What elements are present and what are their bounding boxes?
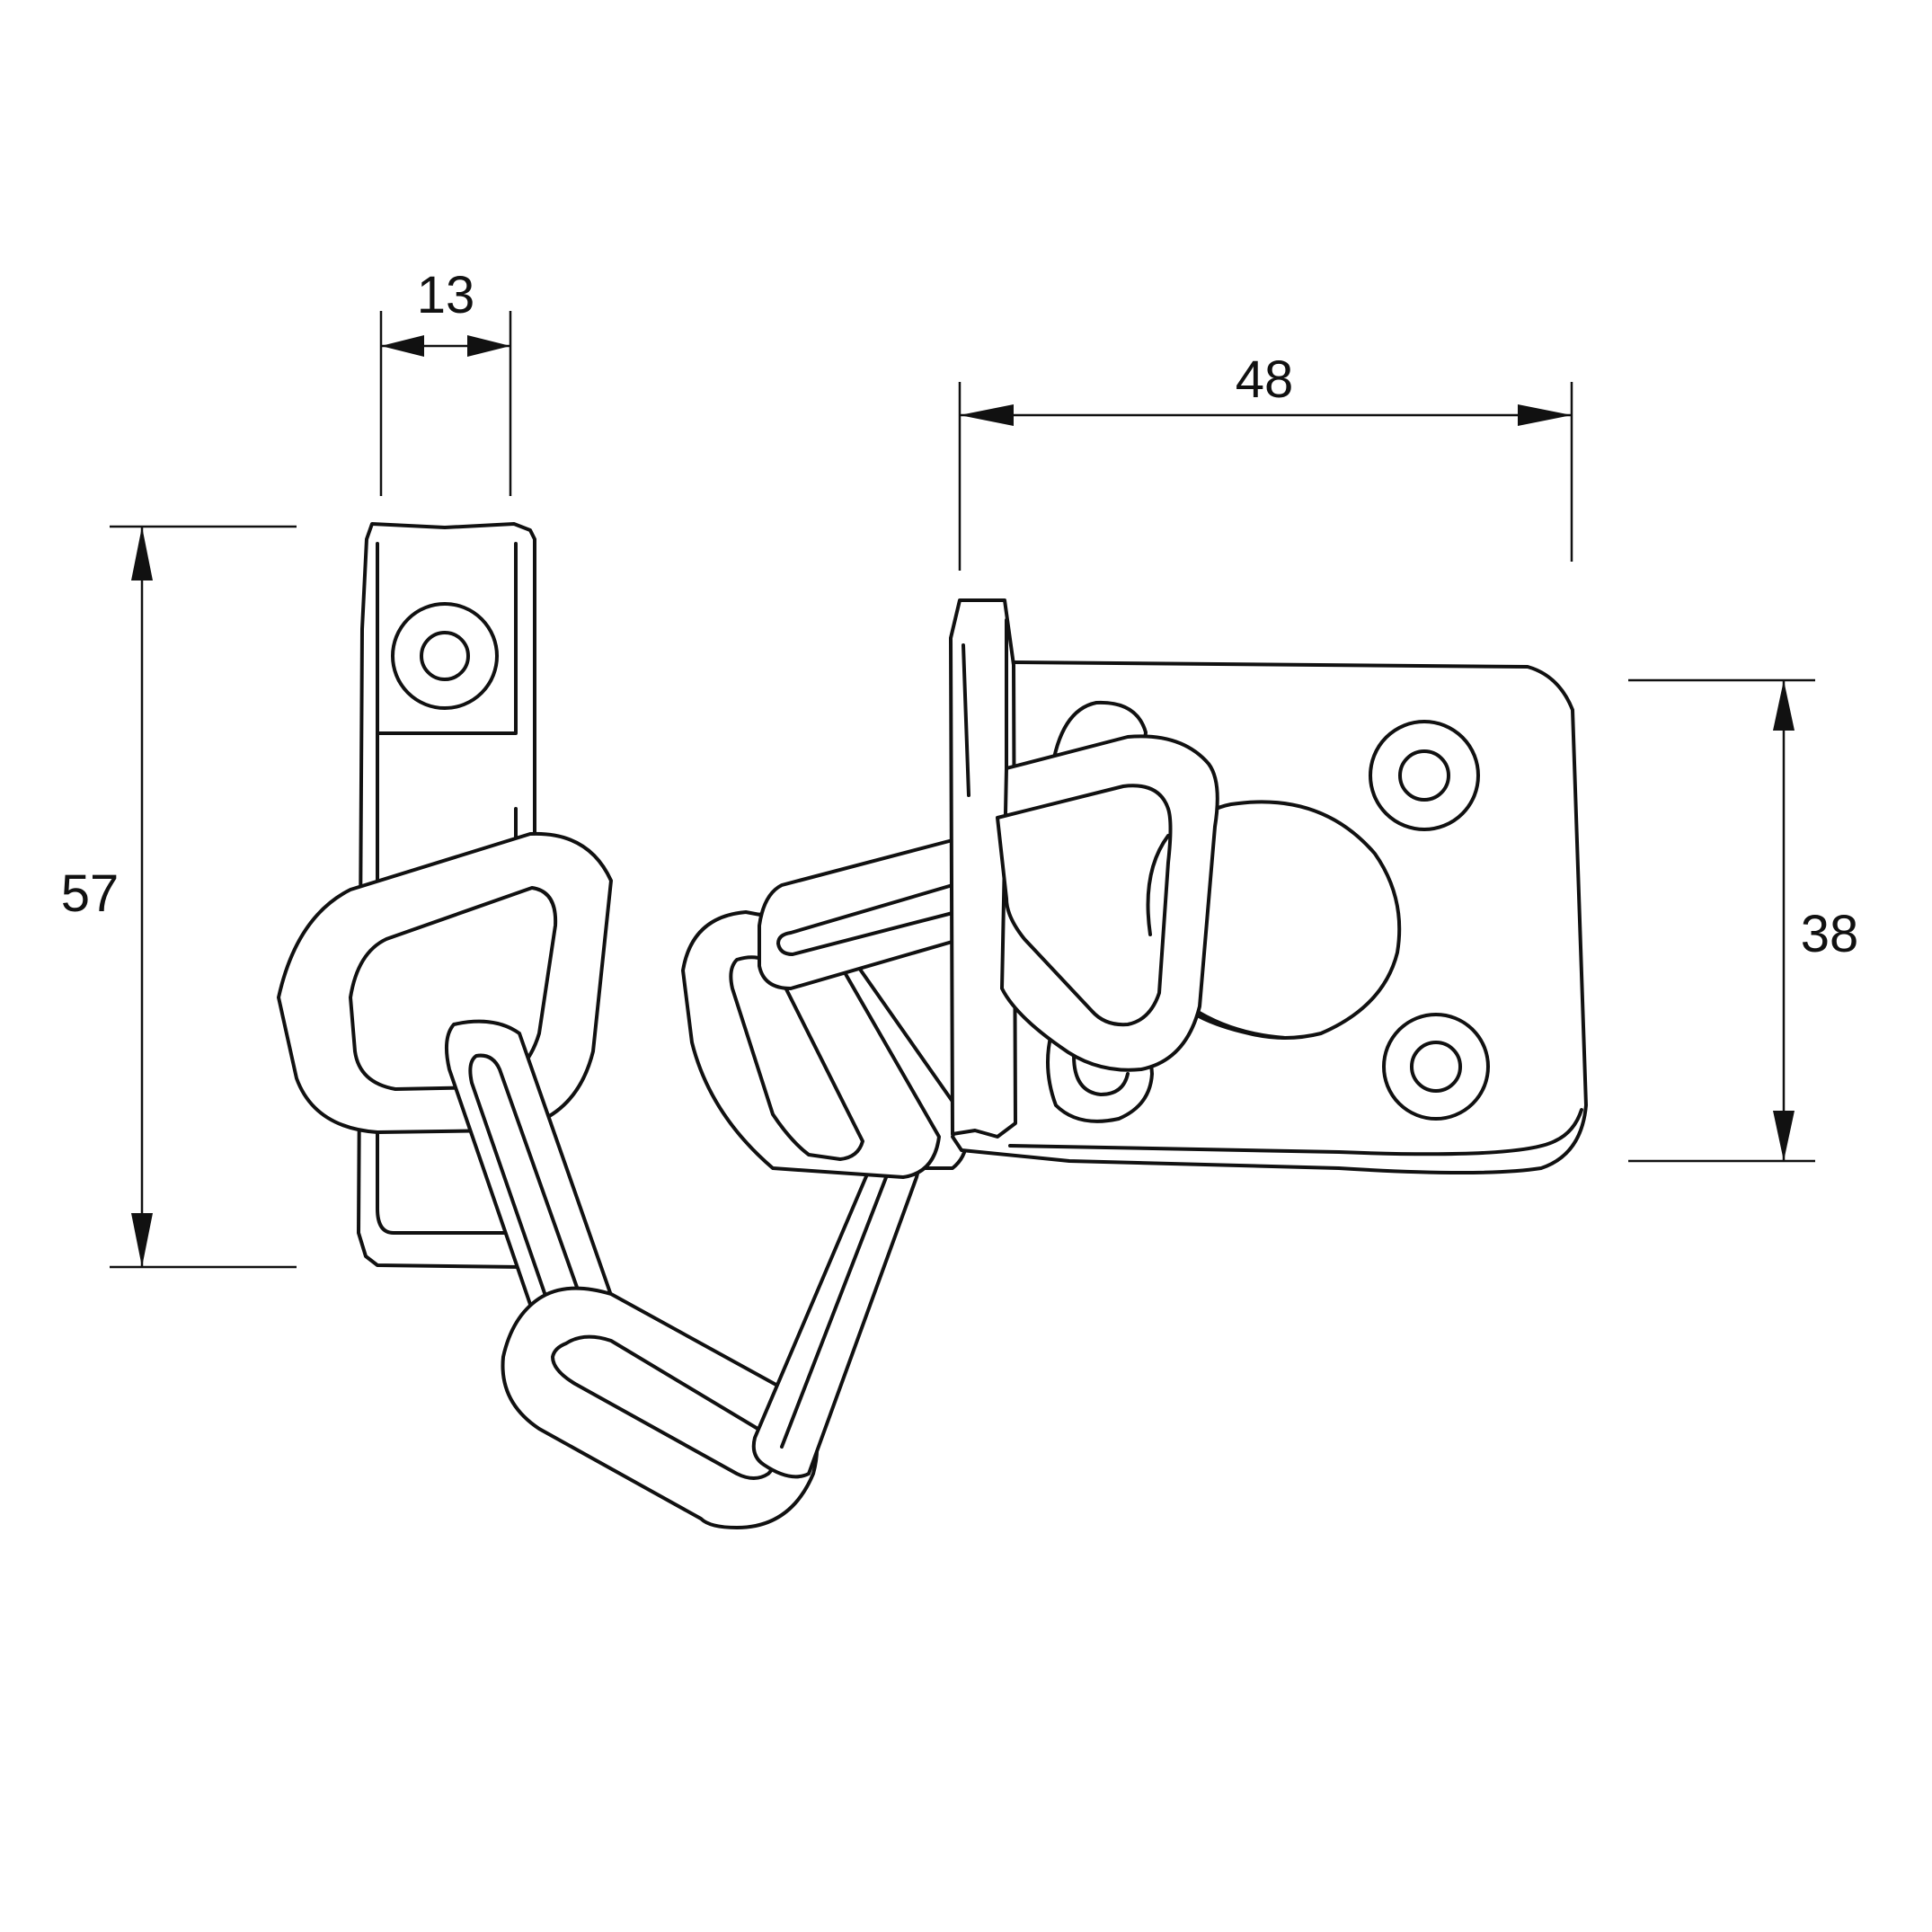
screw-hole-outer xyxy=(391,602,499,710)
screw-hole-inner xyxy=(420,631,470,681)
arrow-left-icon xyxy=(381,335,424,357)
keeper-ring-inner xyxy=(996,784,1173,1027)
arrow-up-icon xyxy=(1773,680,1795,731)
chain-link-3-inner xyxy=(551,1334,778,1480)
dimension-plate-height: 38 xyxy=(1628,678,1859,1163)
chain xyxy=(277,831,995,1529)
keeper-plate-tab-edge xyxy=(962,643,970,797)
keeper-plate-bottom-edge xyxy=(1008,1108,1583,1157)
dimension-plate-width: 48 xyxy=(958,350,1573,571)
slide-plate-collar xyxy=(376,542,518,735)
arrow-down-icon xyxy=(131,1213,153,1267)
slide-plate-inner-edge xyxy=(376,542,507,1235)
chain-link-4-edge xyxy=(780,1166,891,1449)
dimension-label-plate-width: 48 xyxy=(1236,350,1294,409)
screw-hole-bottom-outer xyxy=(1382,1013,1490,1121)
dimension-slide-width: 13 xyxy=(379,266,512,496)
arrow-up-icon xyxy=(131,527,153,580)
arrow-right-icon xyxy=(467,335,510,357)
keeper-ring-shading xyxy=(1146,834,1170,936)
screw-hole-bottom-inner xyxy=(1410,1041,1462,1093)
arrow-right-icon xyxy=(1518,404,1572,426)
arrow-down-icon xyxy=(1773,1111,1795,1161)
screw-hole-top-inner xyxy=(1398,749,1450,802)
arrow-left-icon xyxy=(960,404,1014,426)
dimension-label-slide-height: 57 xyxy=(61,864,120,923)
dimension-slide-height: 57 xyxy=(61,525,297,1269)
screw-hole-top-outer xyxy=(1369,720,1480,831)
keeper-plate xyxy=(949,598,1588,1174)
keeper-staple-lower-inner xyxy=(1072,1054,1130,1096)
dimension-label-plate-height: 38 xyxy=(1801,905,1859,963)
dimension-label-slide-width: 13 xyxy=(417,266,475,324)
